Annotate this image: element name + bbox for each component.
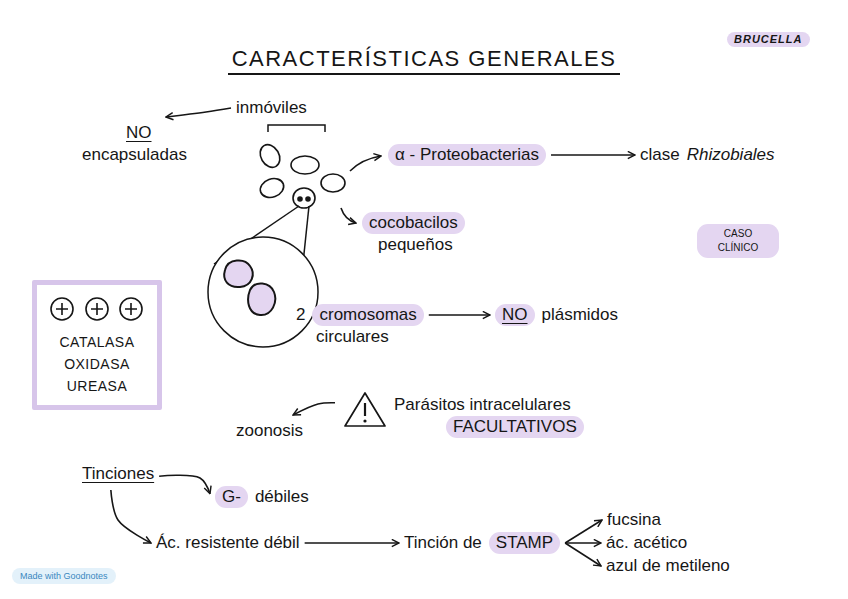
connector-arrow [293,403,335,415]
connector-arrow [111,490,151,543]
text-line: 2 cromosomas [296,304,424,326]
title-block: CARACTERÍSTICAS GENERALES [0,46,848,72]
text-line: NO plásmidos [495,304,618,326]
node-text: Tinciones [82,463,154,485]
highlight: STAMP [489,532,560,554]
connector-arrow [166,108,231,117]
text-line: circulares [316,326,424,348]
text-line: encapsuladas [82,144,187,166]
connector-arrow [429,314,490,316]
leader-arrow [350,156,381,171]
node-text: 2 [296,304,305,326]
node-text: inmóviles [236,97,307,119]
highlight-pill: α - Proteobacterias [388,144,546,166]
text-line: Tinciones [82,463,154,485]
connector-arrow [565,542,601,544]
text-line: Ác. resistente débil [156,532,300,554]
connector-arrow [565,543,601,566]
warning-node: Parásitos intracelularesFACULTATIVOS [340,394,584,438]
text-node: zoonosis [236,420,303,442]
text-node: G-débiles [215,486,309,508]
title: CARACTERÍSTICAS GENERALES [228,46,621,75]
text-node: Ác. resistente débil [156,532,300,554]
text-line: BRUCELLA [727,32,810,47]
node-text: Rhizobiales [687,144,775,166]
highlight: cocobacilos [362,212,465,234]
node-text: zoonosis [236,420,303,442]
connector-arrow [565,520,602,543]
highlight: cromosomas [312,304,423,326]
text-node: fucsina [607,509,661,531]
text-line: fucsina [607,509,661,531]
text-node: inmóviles [236,97,307,119]
text-node: Tinciones [82,463,154,485]
text-line: inmóviles [236,97,307,119]
text-node: azul de metileno [606,555,730,577]
tag-pill: CASO CLÍNICO [697,224,779,258]
node-text: circulares [316,326,389,348]
node-text: débiles [255,486,309,508]
node-text: azul de metileno [606,555,730,577]
connector-arrow [159,475,210,493]
text-line: zoonosis [236,420,303,442]
node-text: NO [126,122,152,144]
text-node: NO plásmidos [495,304,618,326]
connector-arrow [305,542,399,544]
text-line: α - Proteobacterias [388,144,546,166]
node-text: clase [640,144,680,166]
enzyme-list: CATALASA OXIDASA UREASA [49,331,145,397]
text-line: Tinción de STAMP [404,532,560,554]
highlight: CASO CLÍNICO [697,224,779,258]
text-line: ác. acético [606,532,687,554]
text-node: Tinción de STAMP [404,532,560,554]
node-text: plásmidos [542,304,619,326]
text-line: CASO CLÍNICO [697,224,779,258]
connector-arrow [551,154,635,156]
node-text: Ác. resistente débil [156,532,300,554]
node-text: fucsina [607,509,661,531]
tag-pill: BRUCELLA [727,32,810,47]
enzyme-box: CATALASA OXIDASA UREASA [32,280,162,410]
watermark: Made with Goodnotes [12,568,116,584]
node-text: pequeños [378,234,453,256]
leader-arrow [341,208,356,223]
text-node: cocobacilospequeños [362,212,465,256]
highlight: α - Proteobacterias [388,144,546,166]
zoom-lens [208,206,318,347]
text-node: clase Rhizobiales [640,144,775,166]
node-text: ác. acético [606,532,687,554]
bracket [268,125,325,132]
highlight: BRUCELLA [727,32,810,47]
bacteria-cells [256,141,345,208]
text-node: 2 cromosomascirculares [296,304,424,348]
text-line: Parásitos intracelulares [394,394,584,416]
text-line: cocobacilos [362,212,465,234]
warning-triangle [342,390,388,430]
text-line: pequeños [378,234,465,256]
text-line: NO [126,122,187,144]
highlight: G- [215,486,248,508]
highlight: FACULTATIVOS [446,416,584,438]
text-line: azul de metileno [606,555,730,577]
node-text: Parásitos intracelulares [394,394,571,416]
plus-signs [51,298,142,320]
text-line: clase Rhizobiales [640,144,775,166]
node-text: Tinción de [404,532,482,554]
highlight: NO [495,304,535,326]
text-node: NOencapsuladas [82,122,187,166]
text-line: G-débiles [215,486,309,508]
text-line: FACULTATIVOS [446,416,584,438]
node-text: encapsuladas [82,144,187,166]
text-node: ác. acético [606,532,687,554]
